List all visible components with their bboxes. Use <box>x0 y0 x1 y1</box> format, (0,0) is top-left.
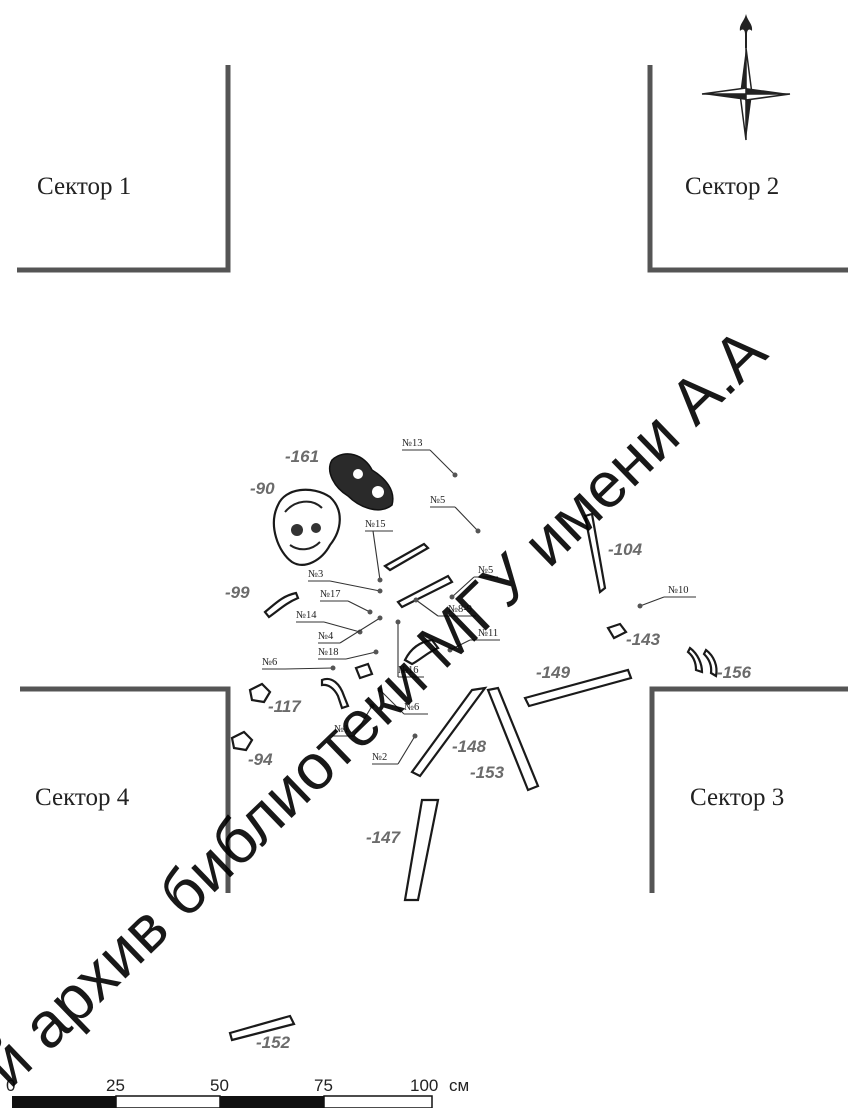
depth-label: -94 <box>248 750 273 769</box>
svg-text:№15: №15 <box>365 519 386 530</box>
scale-tick-75: 75 <box>314 1076 333 1095</box>
find-8-9: №8-9 <box>413 597 476 617</box>
depth-label: -90 <box>250 479 275 498</box>
bone-153 <box>486 686 540 792</box>
depth-label: -117 <box>268 697 302 716</box>
svg-text:№4: №4 <box>318 631 334 642</box>
bone-94 <box>230 730 254 752</box>
skull <box>272 488 341 566</box>
svg-text:№14: №14 <box>296 610 317 621</box>
depth-label: -149 <box>536 663 571 682</box>
find-6b: №6 <box>377 687 428 715</box>
svg-text:№16: №16 <box>398 665 419 676</box>
bone-143 <box>606 622 628 640</box>
svg-text:№5: №5 <box>478 565 493 576</box>
svg-text:№10: №10 <box>668 585 689 596</box>
watermark: й архив библиотеки МГУ имени А.А <box>0 314 780 1100</box>
bone-16 <box>403 638 440 666</box>
depth-label: -153 <box>470 763 505 782</box>
sector-3-boundary <box>649 686 848 893</box>
svg-text:№5: №5 <box>430 495 445 506</box>
depth-label: -104 <box>608 540 643 559</box>
svg-text:№18: №18 <box>318 647 339 658</box>
bone-147 <box>403 798 440 902</box>
sector-1-label: Сектор 1 <box>37 173 131 200</box>
find-4: №4 <box>318 615 383 644</box>
bone-104 <box>583 512 607 594</box>
svg-text:№8-9: №8-9 <box>448 604 472 615</box>
bone-156 <box>686 646 718 678</box>
sector-2-label: Сектор 2 <box>685 173 779 200</box>
find-13: №13 <box>402 438 458 478</box>
bone-152 <box>228 1014 296 1042</box>
sector-3-label: Сектор 3 <box>690 784 784 811</box>
pelvis-bone <box>328 453 394 511</box>
scale-tick-100: 100 <box>410 1076 438 1095</box>
find-6a: №6 <box>262 657 336 671</box>
sector-4-boundary <box>20 686 231 893</box>
svg-text:№6: №6 <box>404 702 419 713</box>
depth-label: -148 <box>452 737 487 756</box>
svg-text:№6: №6 <box>262 657 277 668</box>
bone-3 <box>396 574 454 609</box>
bone-99 <box>263 591 300 619</box>
depth-label: -156 <box>717 663 752 682</box>
find-2: №2 <box>372 733 418 765</box>
find-16: №16 <box>395 619 424 678</box>
scale-bar: 0 25 50 75 100 см <box>6 1076 469 1108</box>
find-17: №17 <box>320 589 373 615</box>
scale-tick-25: 25 <box>106 1076 125 1095</box>
depth-label: -147 <box>366 828 402 847</box>
svg-text:№11: №11 <box>478 628 498 639</box>
depth-label: -152 <box>256 1033 291 1052</box>
svg-text:№13: №13 <box>402 438 423 449</box>
find-15: №15 <box>365 519 393 583</box>
scale-unit: см <box>449 1076 469 1095</box>
sector-4-label: Сектор 4 <box>35 784 130 811</box>
svg-text:№17: №17 <box>320 589 341 600</box>
depth-label: -99 <box>225 583 250 602</box>
bone-117 <box>248 682 272 704</box>
north-arrow-icon <box>701 14 791 141</box>
find-18: №18 <box>318 647 379 660</box>
depth-label: -161 <box>285 447 319 466</box>
svg-text:№2: №2 <box>372 752 387 763</box>
find-3: №3 <box>308 569 383 594</box>
svg-text:№3: №3 <box>308 569 323 580</box>
bone-6 <box>320 677 350 710</box>
depth-label: -143 <box>626 630 661 649</box>
find-10: №10 <box>637 585 696 609</box>
sector-2-boundary <box>647 65 848 273</box>
bone-149 <box>523 668 633 708</box>
bone-148 <box>410 686 488 778</box>
svg-text:№1: №1 <box>334 724 349 735</box>
find-11: №11 <box>447 628 500 653</box>
find-1: №1 <box>332 703 375 737</box>
find-5b: №5 <box>449 565 498 600</box>
sector-1-boundary <box>17 65 231 273</box>
scale-tick-0: 0 <box>6 1076 15 1095</box>
bone-small <box>354 662 374 680</box>
scale-tick-50: 50 <box>210 1076 229 1095</box>
bone-15 <box>383 542 430 572</box>
find-5a: №5 <box>430 495 481 534</box>
